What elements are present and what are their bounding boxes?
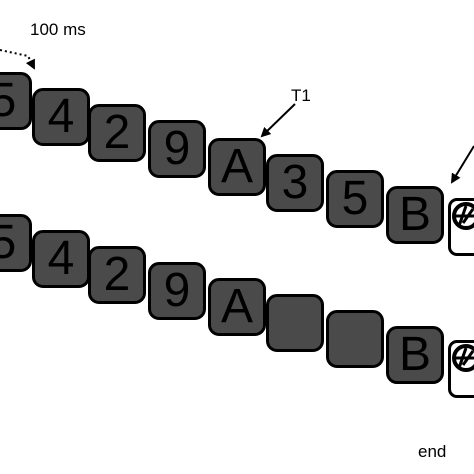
stream-top-item: 5 [326,170,384,228]
stream-bottom-item: A [208,278,266,336]
stream-bottom-blank [326,310,384,368]
mask-top [448,198,474,256]
end-label: end [418,442,447,461]
stream-top-item-t1: A [208,138,266,196]
stream-top-item: 4 [32,88,90,146]
t1-label: T1 [291,86,311,105]
stream-top-item: 2 [88,104,146,162]
stream-bottom-item: 4 [32,230,90,288]
stream-bottom-item: 5 [0,214,32,272]
mask-bottom [448,340,474,398]
stream-top-item: 3 [266,154,324,212]
mask-pattern-icon [452,344,474,372]
stream-bottom-blank [266,294,324,352]
stream-bottom-item: 9 [148,262,206,320]
stream-top-item-t2: B [386,186,444,244]
timing-label: 100 ms [30,20,86,39]
timing-dotted-arrow [0,49,35,70]
stream-top-item: 9 [148,120,206,178]
mask-pattern-icon [452,202,474,230]
t2-arrow [450,145,474,184]
t1-arrow [260,103,296,138]
stream-bottom-item: 2 [88,246,146,304]
stream-top-item: 5 [0,72,32,130]
stream-bottom-item: B [386,326,444,384]
